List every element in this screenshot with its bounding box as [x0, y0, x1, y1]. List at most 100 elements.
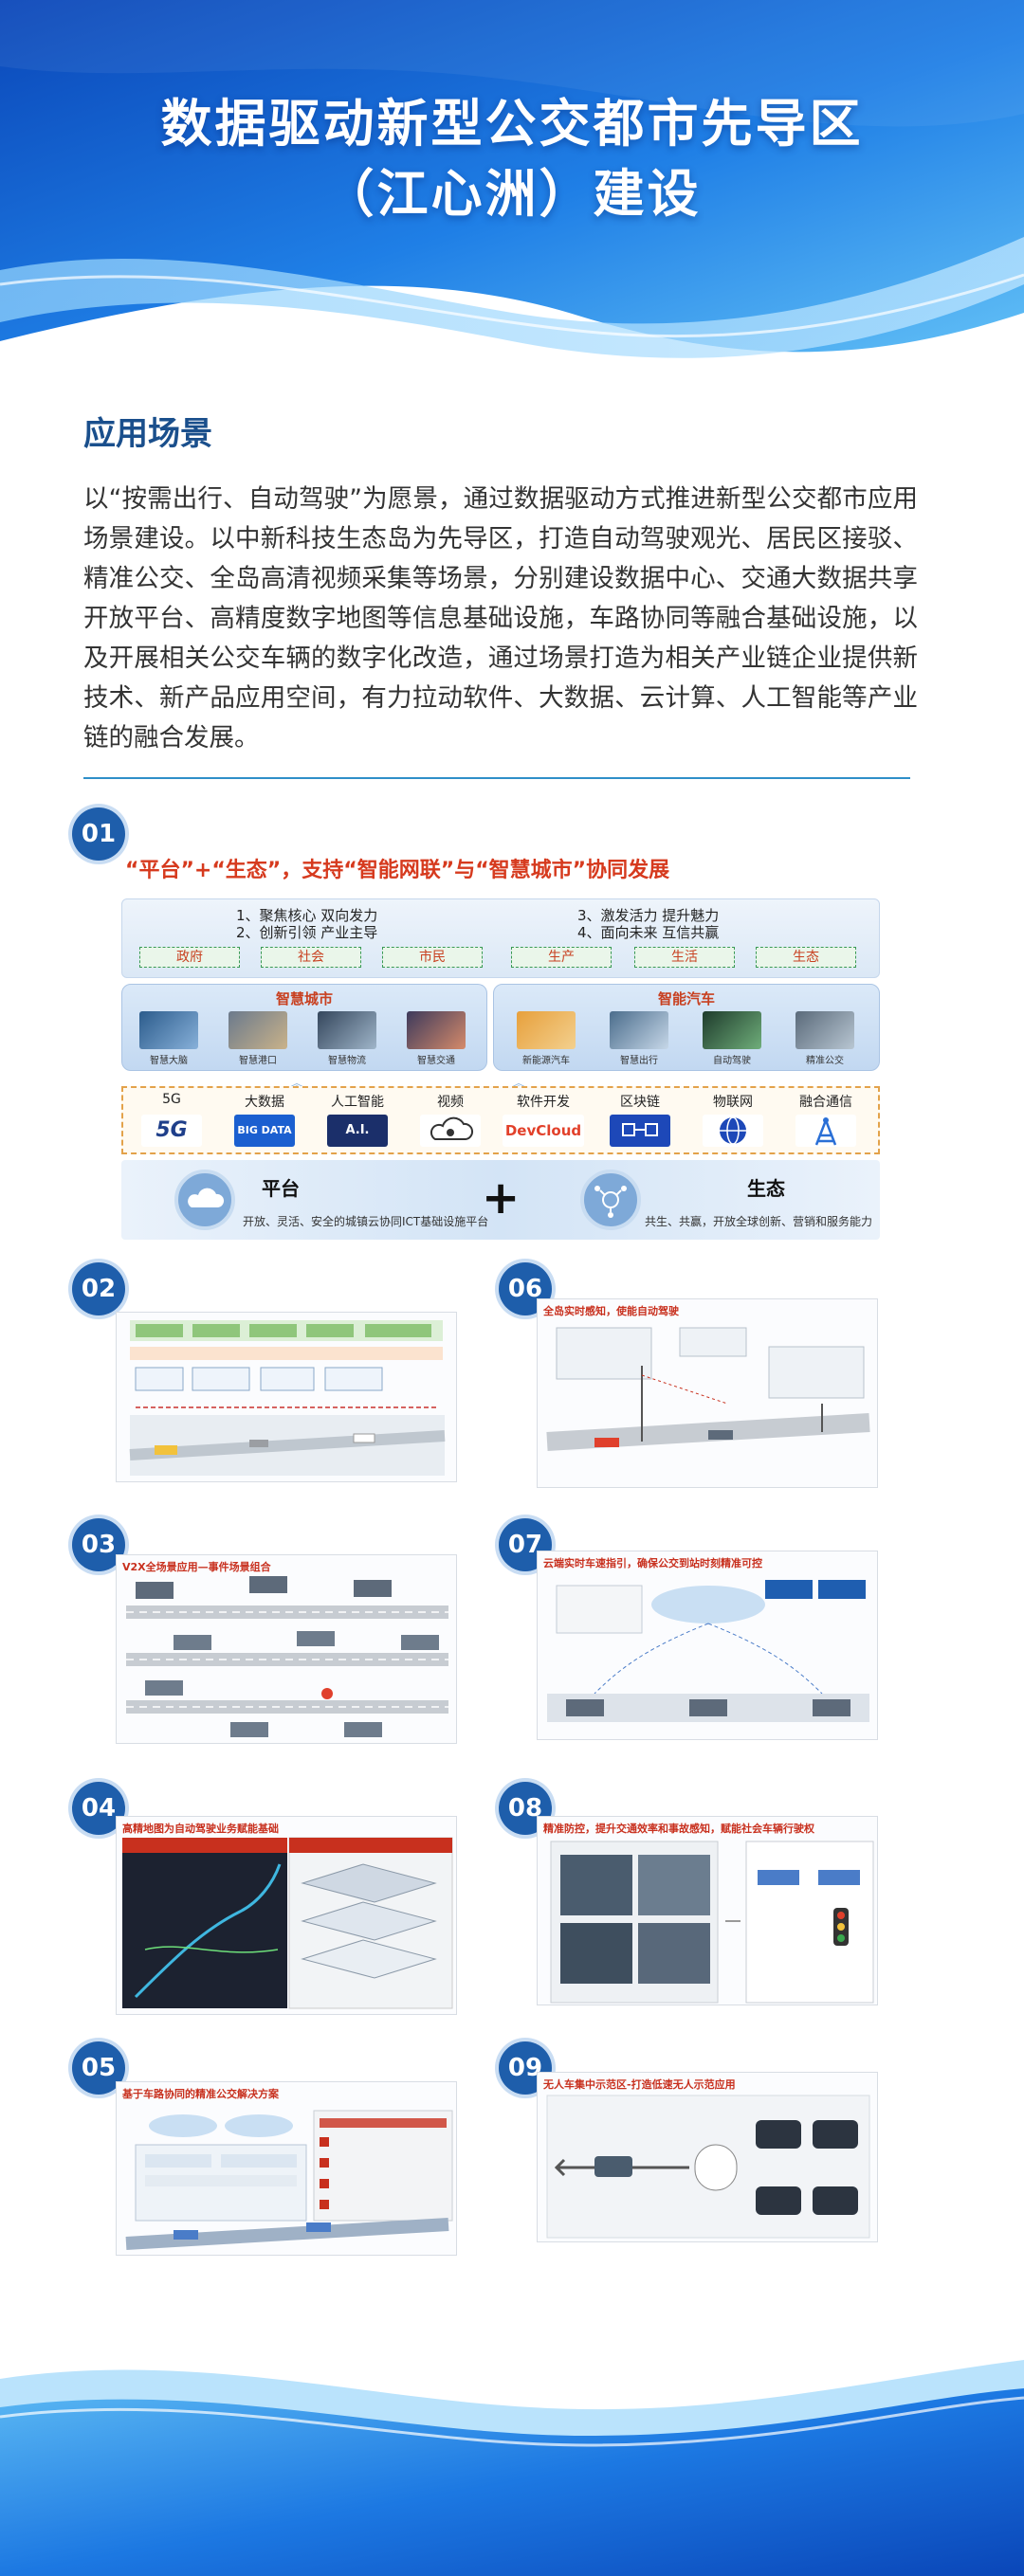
scene-07-diagram — [547, 1580, 869, 1722]
goal-item: 2、创新引领 产业主导 — [236, 924, 378, 941]
scene-01-headline: “平台”+“生态”，支持“智能网联”与“智慧城市”协同发展 — [125, 859, 670, 882]
platform-subtitle: 开放、灵活、安全的城镇云协同ICT基础设施平台 — [243, 1215, 489, 1228]
goal-item: 3、激发活力 提升魅力 — [577, 907, 720, 924]
smart-city-image — [229, 1011, 287, 1049]
goal-tag: 生态 — [756, 947, 856, 968]
ecology-title: 生态 — [747, 1177, 785, 1200]
ecology-subtitle: 共生、共赢，开放全球创新、营销和服务能力 — [645, 1215, 873, 1228]
iot-globe-icon — [703, 1115, 763, 1147]
scene-card-04: 高精地图为自动驾驶业务赋能基础 — [116, 1816, 457, 2015]
tech-item-ai: 人工智能 A.I. — [315, 1092, 400, 1147]
scene-badge-08: 08 — [499, 1782, 552, 1835]
tech-item-devcloud: 软件开发 DevCloud — [501, 1092, 586, 1147]
scene-06-title: 全岛实时感知，使能自动驾驶 — [543, 1305, 679, 1317]
tech-label: 软件开发 — [517, 1095, 570, 1110]
tech-label: 大数据 — [245, 1095, 284, 1110]
smart-car-image — [703, 1011, 761, 1049]
smart-city-image — [139, 1011, 198, 1049]
scene-09-diagram — [546, 2095, 870, 2239]
footer-wave-graphic — [0, 2360, 1024, 2576]
scene-05-title: 基于车路协同的精准公交解决方案 — [122, 2088, 279, 2100]
tech-item-blockchain: 区块链 — [597, 1092, 683, 1147]
plus-sign: + — [482, 1171, 521, 1225]
antenna-icon — [795, 1115, 856, 1147]
goal-item: 1、聚焦核心 双向发力 — [236, 907, 378, 924]
ai-logo-icon: A.I. — [327, 1115, 388, 1147]
tech-label: 物联网 — [713, 1095, 753, 1110]
scene-05-diagram — [125, 2110, 453, 2250]
scene-09-title: 无人车集中示范区-打造低速无人示范应用 — [543, 2078, 736, 2091]
section-divider — [83, 777, 910, 779]
smart-car-caption: 自动驾驶 — [713, 1056, 751, 1066]
header-banner: 数据驱动新型公交都市先导区 （江心洲）建设 — [0, 0, 1024, 398]
tech-item-comm: 融合通信 — [783, 1092, 869, 1147]
tech-item-iot: 物联网 — [690, 1092, 776, 1147]
intro-paragraph: 以“按需出行、自动驾驶”为愿景，通过数据驱动方式推进新型公交都市应用场景建设。以… — [83, 484, 918, 753]
smart-city-caption: 智慧港口 — [239, 1056, 277, 1066]
smart-city-panel: 智慧城市 智慧大脑 智慧港口 智慧物流 智慧交通 — [121, 984, 487, 1071]
smart-city-caption: 智慧物流 — [328, 1056, 366, 1066]
blockchain-icon — [610, 1115, 670, 1147]
scene-card-05: 基于车路协同的精准公交解决方案 — [116, 2081, 457, 2256]
page-title-line-1: 数据驱动新型公交都市先导区 — [160, 94, 864, 154]
ecosystem-network-icon — [580, 1170, 641, 1230]
smart-car-caption: 新能源汽车 — [522, 1056, 570, 1066]
goal-tag: 政府 — [139, 947, 240, 968]
smart-city-image — [318, 1011, 376, 1049]
scene-card-06: 全岛实时感知，使能自动驾驶 — [537, 1298, 878, 1488]
tech-label: 区块链 — [620, 1095, 660, 1110]
scene-04-title: 高精地图为自动驾驶业务赋能基础 — [122, 1823, 279, 1835]
tech-item-5g: 5G 5G — [129, 1092, 214, 1147]
tech-label: 融合通信 — [799, 1095, 852, 1110]
platform-ecology-band: 平台 开放、灵活、安全的城镇云协同ICT基础设施平台 + 生态 共生、共赢，开放… — [121, 1160, 880, 1240]
scene-07-title: 云端实时车速指引，确保公交到站时刻精准可控 — [543, 1557, 762, 1569]
scene-card-07: 云端实时车速指引，确保公交到站时刻精准可控 — [537, 1551, 878, 1740]
tech-strip: 5G 5G 大数据 BIG DATA 人工智能 A.I. 视频 软件开发 Dev… — [121, 1086, 880, 1154]
cloud-platform-icon — [174, 1170, 235, 1230]
section-heading: 应用场景 — [83, 415, 212, 453]
header-wave-graphic — [0, 0, 1024, 398]
smart-car-image — [795, 1011, 854, 1049]
smart-city-caption: 智慧大脑 — [150, 1056, 188, 1066]
smart-car-image — [610, 1011, 668, 1049]
scene-card-02 — [116, 1312, 457, 1482]
goal-tag: 生产 — [511, 947, 612, 968]
tech-label: 5G — [162, 1092, 181, 1107]
scene-08-title: 精准防控，提升交通效率和事故感知，赋能社会车辆行驶权 — [543, 1823, 814, 1835]
tech-label: 视频 — [437, 1095, 464, 1110]
scene-badge-09: 09 — [499, 2041, 552, 2095]
scene-card-08: 精准防控，提升交通效率和事故感知，赋能社会车辆行驶权 — [537, 1816, 878, 2005]
page-title-line-2: （江心洲）建设 — [322, 164, 702, 224]
goal-item: 4、面向未来 互信共赢 — [577, 924, 720, 941]
scene-03-title: V2X全场景应用—事件场景组合 — [122, 1561, 271, 1573]
scene-02-diagram — [129, 1320, 446, 1476]
scene-badge-02: 02 — [72, 1262, 125, 1315]
platform-title: 平台 — [262, 1177, 300, 1200]
scene-card-03: V2X全场景应用—事件场景组合 — [116, 1554, 457, 1744]
big-data-logo-icon: BIG DATA — [234, 1115, 295, 1147]
smart-car-title: 智能汽车 — [657, 990, 715, 1007]
goal-tag: 社会 — [261, 947, 361, 968]
smart-car-caption: 精准公交 — [806, 1056, 844, 1066]
smart-car-panel: 智能汽车 新能源汽车 智慧出行 自动驾驶 精准公交 — [493, 984, 880, 1071]
goal-tag: 市民 — [382, 947, 483, 968]
smart-city-caption: 智慧交通 — [417, 1056, 455, 1066]
tech-label: 人工智能 — [331, 1095, 384, 1110]
scene-03-diagram — [126, 1576, 448, 1737]
5g-logo-icon: 5G — [141, 1115, 202, 1147]
scene-04-diagram — [122, 1837, 453, 2009]
smart-city-image — [407, 1011, 466, 1049]
tech-item-video: 视频 — [408, 1092, 493, 1147]
smart-car-image — [517, 1011, 576, 1049]
scene-06-diagram — [546, 1327, 870, 1451]
scene-08-diagram — [550, 1841, 874, 2004]
smart-city-title: 智慧城市 — [275, 990, 333, 1007]
tech-item-bigdata: 大数据 BIG DATA — [222, 1092, 307, 1147]
scene-card-09: 无人车集中示范区-打造低速无人示范应用 — [537, 2072, 878, 2242]
smart-car-caption: 智慧出行 — [620, 1056, 658, 1066]
scene-01-goals-panel: 1、聚焦核心 双向发力 2、创新引领 产业主导 3、激发活力 提升魅力 4、面向… — [121, 898, 880, 978]
devcloud-logo-icon: DevCloud — [503, 1115, 584, 1147]
footer-wave — [0, 2341, 1024, 2576]
goal-tag: 生活 — [634, 947, 735, 968]
video-cloud-icon — [420, 1115, 481, 1147]
